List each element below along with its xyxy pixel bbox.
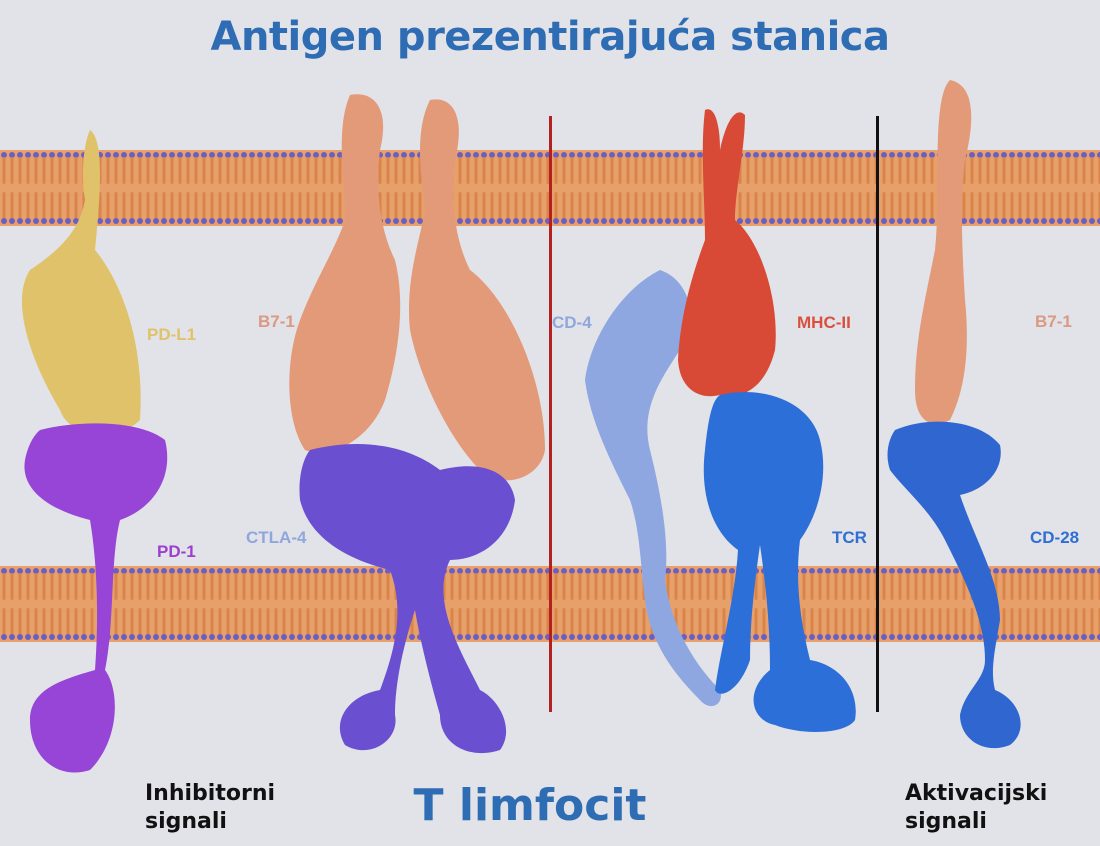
inhibitory-line2: signali: [145, 809, 227, 834]
label-b7-1-right: B7-1: [1035, 312, 1072, 331]
black-divider-line: [876, 116, 879, 712]
label-pd-1: PD-1: [157, 542, 196, 561]
red-divider-line: [549, 116, 552, 712]
label-mhc-ii: MHC-II: [797, 313, 851, 332]
cd-4-protein: [585, 270, 721, 707]
b7-1-dimer-protein: [289, 94, 545, 481]
pd-1-protein: [24, 423, 168, 773]
b7-1-right-protein: [915, 80, 972, 424]
inhibitory-line1: Inhibitorni: [145, 781, 276, 806]
label-cd-4: CD-4: [552, 313, 592, 332]
label-tcr: TCR: [832, 528, 867, 547]
apc-title: Antigen prezentirajuća stanica: [210, 14, 890, 60]
t-cell-title: T limfocit: [413, 780, 647, 831]
cd-28-protein: [887, 421, 1021, 749]
activation-signals-label: Aktivacijski signali: [905, 780, 1047, 836]
label-ctla-4: CTLA-4: [246, 528, 307, 547]
activation-line1: Aktivacijski: [905, 781, 1048, 806]
ctla-4-protein: [299, 444, 515, 754]
tcr-protein: [703, 392, 856, 732]
label-b7-1-left: B7-1: [258, 312, 295, 331]
label-cd-28: CD-28: [1030, 528, 1080, 547]
activation-line2: signali: [905, 809, 987, 834]
pd-l1-protein: [21, 130, 141, 434]
label-pd-l1: PD-L1: [147, 325, 197, 344]
inhibitory-signals-label: Inhibitorni signali: [145, 780, 275, 836]
mhc-ii-protein: [678, 109, 776, 397]
